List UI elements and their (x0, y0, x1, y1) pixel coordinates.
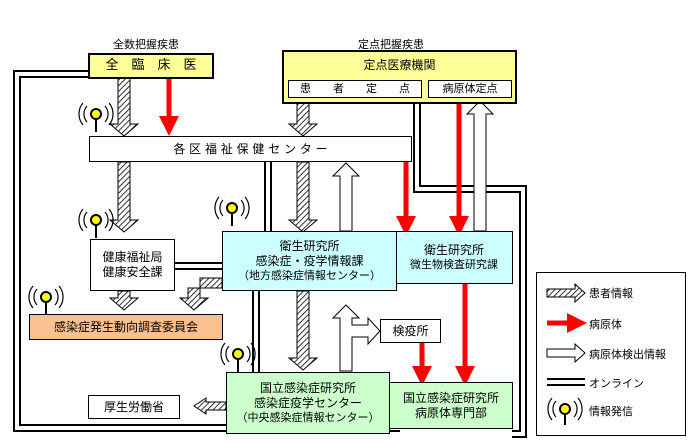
antenna-icon (28, 285, 64, 315)
label-sentinel: 定点把握疾患 (358, 38, 424, 51)
box-all-clinics: 全 臨 床 医 (88, 53, 214, 79)
box-mhlw-label: 厚生労働省 (103, 399, 164, 414)
box-pathogen-sentinel: 病原体定点 (428, 80, 512, 98)
antenna-icon (78, 208, 114, 238)
antenna-icon (214, 196, 250, 226)
box-eisei-micro: 衛生研究所 微生物検査研究課 (395, 231, 513, 284)
hatch-arrow-eisei-committee (178, 277, 223, 311)
white-arrow-niid-quarantine (331, 304, 381, 372)
box-eisei-info-line2: 感染症・疫学情報課 (255, 254, 364, 269)
legend-online: オンライン (589, 377, 644, 390)
box-health-bureau-line1: 健康福祉局 (102, 250, 163, 264)
hatch-arrow-ward-eisei (287, 161, 319, 233)
box-niid-epi-line2: 感染症疫学センター (253, 396, 362, 411)
label-all-count: 全数把握疾患 (113, 38, 179, 51)
box-niid-epi-line3: （中央感染症情報センター） (236, 411, 380, 425)
legend-patient-info: 患者情報 (589, 287, 633, 300)
hatch-arrow-ward-bureau (108, 161, 140, 233)
box-quarantine-label: 検疫所 (392, 323, 429, 338)
box-eisei-info: 衛生研究所 感染症・疫学情報課 （地方感染症情報センター） (222, 231, 397, 291)
legend-hatch-arrow-icon (546, 282, 586, 304)
white-arrow-micro-pathogen (465, 100, 495, 232)
box-patient-sentinel: 患 者 定 点 (288, 80, 422, 98)
box-quarantine: 検疫所 (380, 319, 441, 343)
legend-specimen: 病原体 (589, 318, 622, 331)
hatch-arrow-clinics (108, 77, 140, 137)
hatch-arrow-eisei-niid (287, 290, 319, 371)
box-sentinel-institution-label: 定点医療機関 (363, 58, 436, 72)
box-health-bureau: 健康福祉局 健康安全課 (90, 239, 175, 291)
legend-antenna-icon (547, 397, 583, 425)
hatch-arrow-niid-mhlw (193, 397, 227, 415)
box-patient-sentinel-label: 患 者 定 点 (300, 82, 410, 96)
box-niid-epi: 国立感染症研究所 感染症疫学センター （中央感染症情報センター） (226, 372, 390, 434)
box-niid-epi-line1: 国立感染症研究所 (259, 381, 356, 396)
box-pathogen-sentinel-label: 病原体定点 (442, 82, 498, 96)
box-ward-health-center: 各 区 福 祉 保 健 セ ン タ ー (89, 136, 412, 162)
antenna-icon (78, 102, 114, 132)
legend-broadcast: 情報発信 (589, 405, 633, 418)
box-mhlw: 厚生労働省 (88, 395, 180, 419)
legend-white-arrow-icon (546, 342, 586, 364)
box-niid-pathogen: 国立感染症研究所 病原体専門部 (389, 382, 513, 429)
legend-symbols (546, 282, 587, 425)
box-eisei-micro-line1: 衛生研究所 (423, 243, 484, 258)
box-eisei-micro-line2: 微生物検査研究課 (410, 258, 498, 272)
box-niid-pathogen-line1: 国立感染症研究所 (402, 390, 499, 405)
white-arrow-eisei-ward (331, 162, 361, 232)
box-eisei-info-line3: （地方感染症情報センター） (238, 269, 381, 283)
online-lines (13, 70, 527, 438)
box-niid-pathogen-line2: 病原体専門部 (414, 405, 487, 420)
hatch-arrow-bureau-committee (108, 290, 140, 311)
legend: 患者情報 病原体 病原体検出情報 オンライン 情報発信 (536, 272, 686, 436)
specimen-arrows (159, 78, 475, 386)
box-committee-label: 感染症発生動向調査委員会 (53, 319, 198, 334)
box-health-bureau-line2: 健康安全課 (102, 265, 163, 279)
box-ward-health-center-label: 各 区 福 祉 保 健 セ ン タ ー (173, 141, 328, 156)
legend-pathogen-info: 病原体検出情報 (589, 348, 666, 361)
broadcast-icons (28, 102, 256, 372)
box-committee: 感染症発生動向調査委員会 (29, 314, 223, 340)
antenna-icon (220, 342, 256, 372)
box-all-clinics-label: 全 臨 床 医 (105, 57, 197, 73)
pathogen-info-arrows (331, 100, 495, 372)
box-eisei-info-line1: 衛生研究所 (279, 239, 340, 254)
